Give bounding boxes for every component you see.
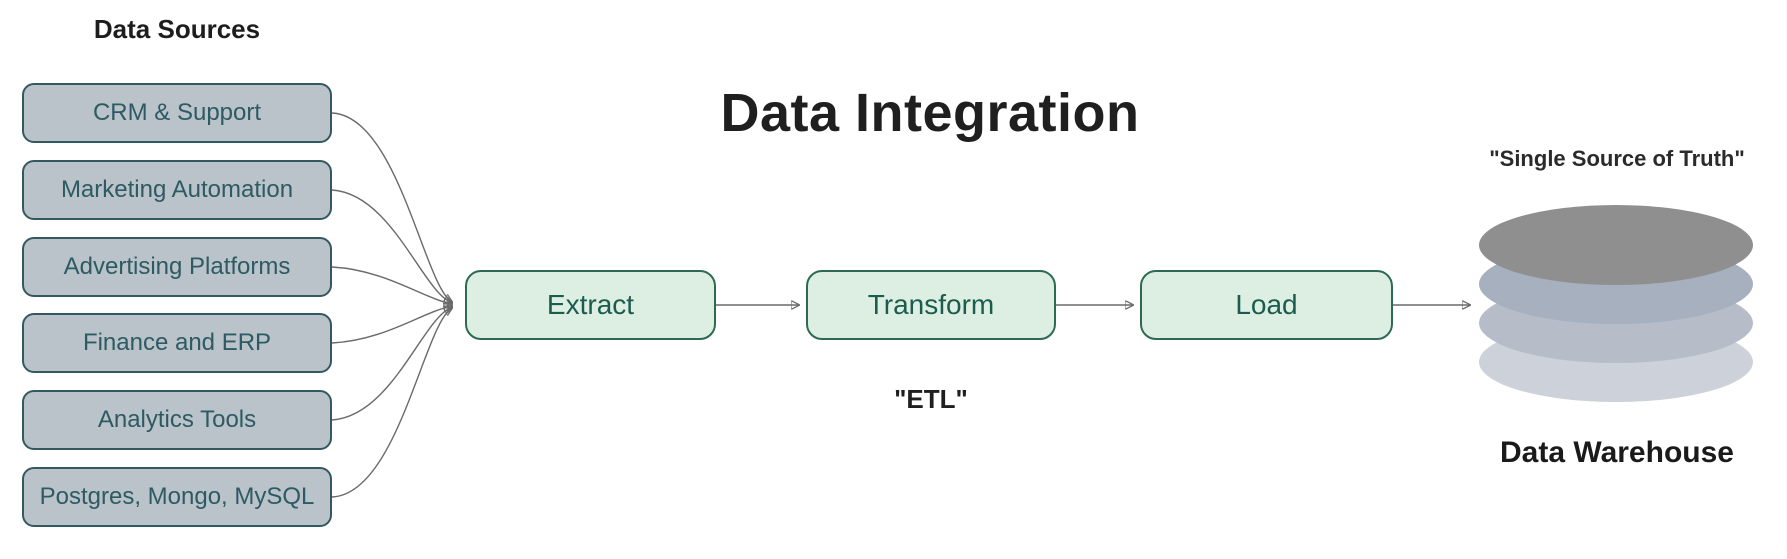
edge-crm-support-to-extract <box>331 112 452 302</box>
source-node-advertising-platforms: Advertising Platforms <box>22 237 332 297</box>
edge-databases-to-extract <box>331 308 452 498</box>
source-node-finance-erp: Finance and ERP <box>22 313 332 373</box>
source-node-crm-support: CRM & Support <box>22 83 332 143</box>
data-warehouse-label: Data Warehouse <box>1500 436 1734 469</box>
stage-node-label: Load <box>1235 289 1298 320</box>
diagram-title: Data Integration <box>720 83 1140 143</box>
stage-node-transform: Transform <box>806 270 1056 340</box>
source-node-label: Analytics Tools <box>97 406 257 433</box>
source-node-databases: Postgres, Mongo, MySQL <box>22 467 332 527</box>
single-source-of-truth-quote: "Single Source of Truth" <box>1489 146 1745 171</box>
edge-advertising-platforms-to-extract <box>331 266 452 304</box>
stage-node-label: Extract <box>546 289 635 320</box>
stage-node-load: Load <box>1140 270 1393 340</box>
edge-analytics-tools-to-extract <box>331 307 452 421</box>
source-node-label: CRM & Support <box>92 99 262 126</box>
edge-marketing-automation-to-extract <box>331 189 452 303</box>
source-node-label: Marketing Automation <box>60 176 294 203</box>
database-stack-icon <box>1479 205 1753 402</box>
etl-caption: "ETL" <box>894 384 968 414</box>
source-node-label: Advertising Platforms <box>63 253 291 280</box>
data-sources-heading: Data Sources <box>93 14 261 44</box>
source-node-label: Postgres, Mongo, MySQL <box>39 483 315 510</box>
source-node-marketing-automation: Marketing Automation <box>22 160 332 220</box>
stage-node-extract: Extract <box>465 270 716 340</box>
source-node-label: Finance and ERP <box>82 329 272 356</box>
source-node-analytics-tools: Analytics Tools <box>22 390 332 450</box>
edge-finance-erp-to-extract <box>331 306 452 344</box>
stage-node-label: Transform <box>867 289 995 320</box>
